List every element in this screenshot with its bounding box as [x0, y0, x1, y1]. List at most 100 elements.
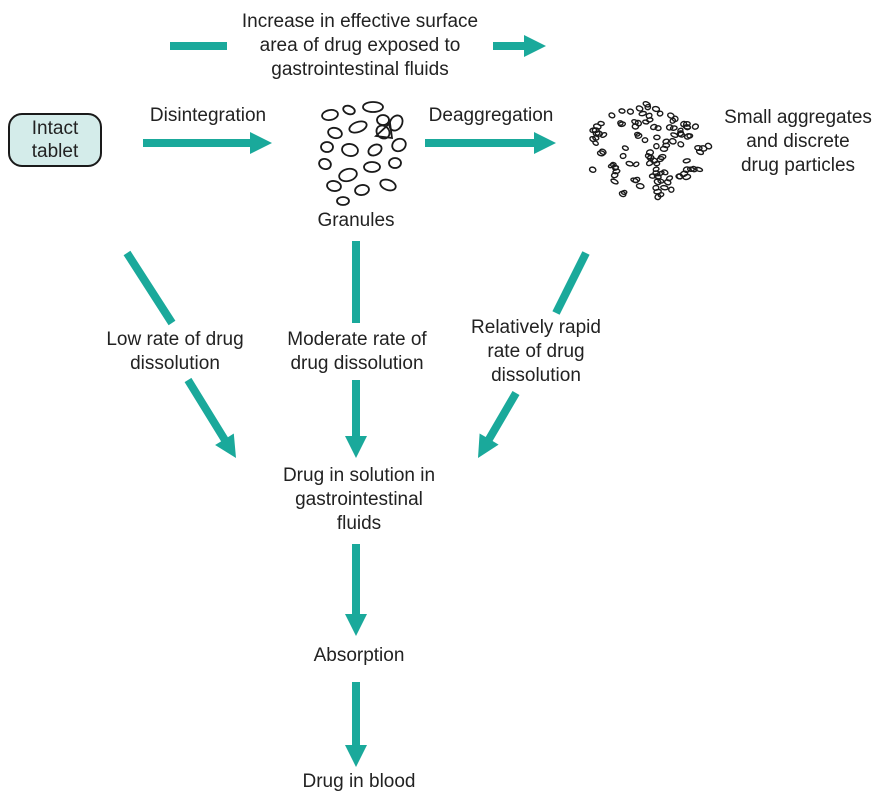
drug-particle [663, 179, 672, 186]
drug-particle [656, 155, 665, 163]
drug-particle [677, 141, 685, 148]
drug-particle [668, 137, 677, 145]
drug-particle [634, 131, 641, 137]
granule [376, 114, 390, 126]
drug-particle [632, 161, 640, 168]
granule [373, 121, 394, 140]
drug-particle [610, 178, 619, 185]
granule [348, 120, 368, 134]
granule [326, 180, 342, 192]
drug-particle [665, 124, 674, 131]
drug-particle [691, 123, 700, 130]
drug-particle [686, 166, 695, 173]
granule [363, 161, 381, 173]
disintegration-arrow [143, 132, 272, 154]
drug-particle [592, 140, 599, 146]
drug-particle [642, 119, 650, 125]
granule [391, 137, 407, 153]
drug-particle [652, 184, 660, 191]
drug-particle [656, 110, 664, 117]
moderate-rate-arrow-top [352, 241, 360, 323]
drug-particle [592, 130, 601, 137]
drug-in-blood-label: Drug in blood [302, 771, 416, 792]
deaggregation-label: Deaggregation [428, 105, 554, 126]
drug-particle [662, 138, 670, 145]
granule [321, 108, 339, 122]
drug-particle [654, 193, 662, 201]
drug-particle [653, 142, 660, 150]
drug-particle [653, 173, 662, 180]
drug-particle [683, 133, 692, 140]
drug-particle [620, 189, 628, 196]
drug-particle [677, 131, 686, 138]
drug-particle [618, 190, 627, 198]
drug-particle [617, 120, 624, 126]
drug-particle [682, 173, 692, 181]
rapid-rate-arrow-top [552, 251, 590, 315]
drug-particle [634, 132, 643, 139]
drug-particle [626, 108, 635, 115]
drug-particle [597, 120, 605, 127]
drug-particle [638, 110, 647, 117]
drug-particle [645, 112, 653, 119]
granule [341, 143, 359, 157]
surface-area-arrow [493, 35, 546, 57]
drug-particle [657, 192, 665, 198]
low-rate-arrow-top [123, 250, 176, 326]
granules-illustration [318, 101, 407, 206]
granule [318, 157, 332, 171]
granule [338, 167, 358, 183]
drug-particle [612, 165, 620, 171]
moderate-rate-arrow [345, 380, 367, 458]
intact-tablet: Intact tablet [8, 113, 102, 167]
drug-particle [648, 173, 657, 179]
low-rate-label: Low rate of drug dissolution [106, 329, 244, 374]
drug-particle [632, 176, 641, 184]
drug-particle [645, 159, 654, 167]
drug-in-solution-label: Drug in solution in gastrointestinal flu… [282, 465, 436, 534]
rapid-rate-arrow [478, 391, 520, 458]
surface-area-arrow-tail [170, 42, 227, 50]
blood-arrow [345, 682, 367, 767]
drug-particle [694, 166, 704, 173]
particles-illustration [588, 100, 713, 201]
drug-particle [588, 166, 597, 173]
absorption-arrow [345, 544, 367, 636]
drug-particle [654, 125, 662, 132]
drug-particle [608, 112, 616, 119]
drug-particle [635, 182, 645, 190]
drug-particle [619, 152, 627, 160]
granule [388, 157, 402, 169]
drug-particle [644, 153, 653, 160]
drug-particle [651, 105, 661, 113]
drug-particle [607, 163, 616, 169]
granule [379, 178, 397, 192]
drug-particle [635, 105, 644, 112]
small-aggregates-label: Small aggregates and discrete drug parti… [724, 107, 872, 176]
drug-particle [669, 125, 678, 131]
drug-particle [618, 108, 626, 114]
drug-particle [698, 145, 708, 152]
drug-particle [653, 134, 661, 141]
granule [354, 184, 370, 196]
drug-particle [682, 124, 692, 130]
drug-particle [634, 119, 643, 127]
drug-particle [631, 119, 639, 125]
drug-particle [625, 160, 634, 167]
granule [362, 101, 384, 113]
drug-particle [682, 158, 691, 164]
drug-particle [598, 148, 607, 156]
moderate-rate-label: Moderate rate of drug dissolution [287, 329, 427, 374]
surface-area-label: Increase in effective surface area of dr… [241, 11, 479, 80]
drug-particle [661, 169, 669, 176]
granule [320, 141, 334, 153]
drug-particle [667, 112, 675, 119]
granule [388, 114, 404, 132]
drug-particle [668, 186, 675, 193]
granule [327, 126, 343, 140]
granules-label: Granules [317, 210, 395, 231]
drug-particle [621, 145, 629, 151]
disintegration-label: Disintegration [149, 105, 267, 126]
low-rate-arrow [184, 377, 236, 458]
